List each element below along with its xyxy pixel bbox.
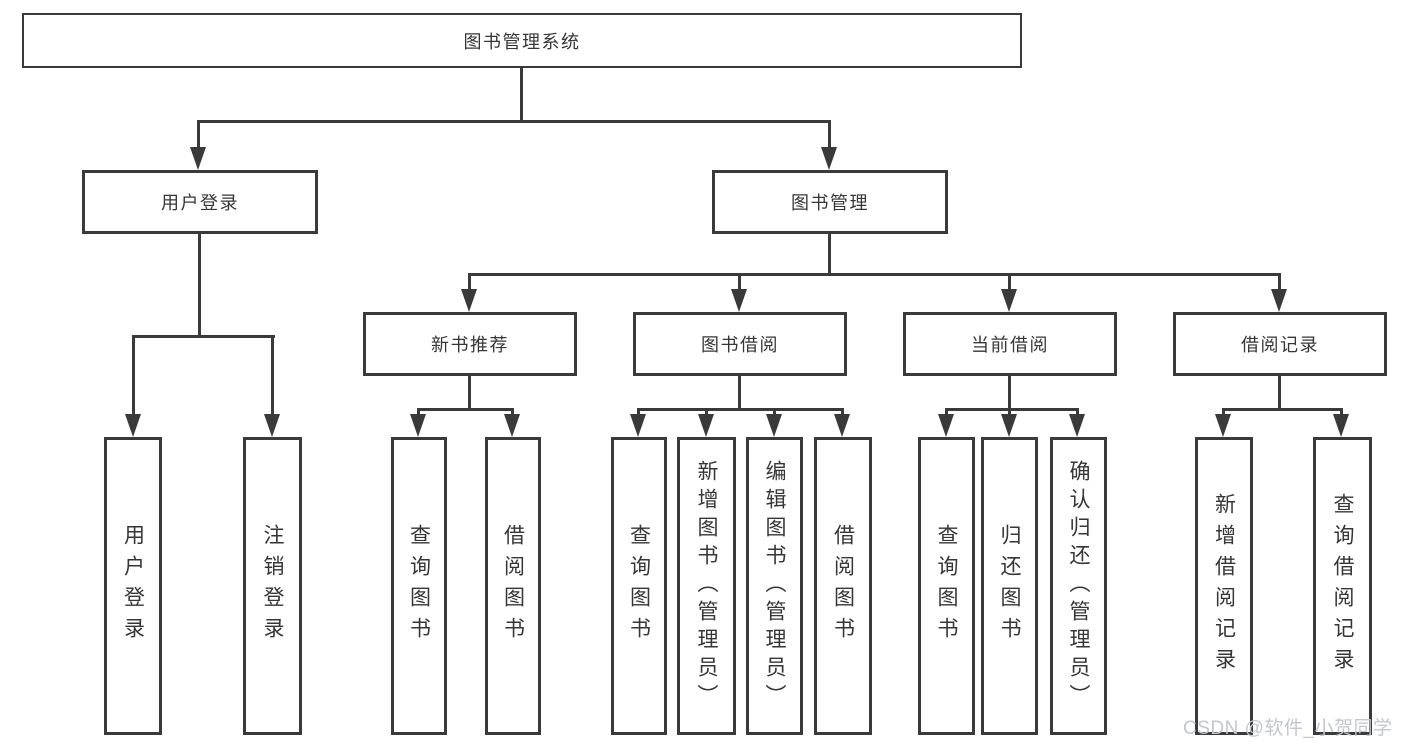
arrow-down-icon [1001, 414, 1017, 437]
arrow-down-icon [834, 414, 850, 437]
leaf-edit-books-admin-label: 编辑图书（管理员） [763, 460, 787, 712]
leaf-add-books-admin: 新增图书（管理员） [677, 437, 736, 735]
connector-line [417, 408, 514, 411]
leaf-user-login: 用户登录 [104, 437, 162, 735]
node-new-book-recommend-label: 新书推荐 [431, 335, 509, 355]
connector-line [738, 376, 741, 410]
connector-line [828, 120, 831, 152]
node-book-management-label: 图书管理 [791, 193, 869, 213]
leaf-query-books-recommend: 查询图书 [391, 437, 447, 735]
node-user-login: 用户登录 [82, 170, 318, 234]
arrow-down-icon [698, 414, 714, 437]
leaf-query-books-current: 查询图书 [918, 437, 975, 735]
leaf-user-login-label: 用户登录 [121, 524, 145, 648]
connector-line [132, 335, 275, 338]
leaf-borrow-books-recommend: 借阅图书 [485, 437, 541, 735]
leaf-logout: 注销登录 [243, 437, 302, 735]
node-book-borrow-label: 图书借阅 [701, 335, 779, 355]
arrow-down-icon [731, 289, 747, 312]
arrow-down-icon [1001, 289, 1017, 312]
node-user-login-label: 用户登录 [161, 193, 239, 213]
leaf-query-books-borrow: 查询图书 [611, 437, 667, 735]
connector-line [828, 234, 831, 276]
connector-line [1008, 376, 1011, 410]
arrow-down-icon [264, 414, 280, 437]
arrow-down-icon [630, 414, 646, 437]
leaf-confirm-return-admin: 确认归还（管理员） [1050, 437, 1107, 735]
leaf-confirm-return-admin-label: 确认归还（管理员） [1067, 460, 1091, 712]
connector-line [1278, 376, 1281, 410]
arrow-down-icon [504, 414, 520, 437]
connector-line [197, 120, 831, 123]
connector-line [468, 273, 1281, 276]
node-book-borrow: 图书借阅 [633, 312, 847, 376]
leaf-borrow-books: 借阅图书 [814, 437, 872, 735]
connector-line [637, 408, 843, 411]
node-new-book-recommend: 新书推荐 [363, 312, 577, 376]
leaf-logout-label: 注销登录 [261, 524, 285, 648]
arrow-down-icon [190, 147, 206, 170]
node-borrow-records: 借阅记录 [1173, 312, 1387, 376]
connector-line [468, 273, 471, 293]
arrow-down-icon [1069, 414, 1085, 437]
arrow-down-icon [821, 147, 837, 170]
leaf-return-books-label: 归还图书 [998, 524, 1022, 648]
arrow-down-icon [461, 289, 477, 312]
node-current-borrow: 当前借阅 [903, 312, 1117, 376]
connector-line [945, 408, 1078, 411]
node-root: 图书管理系统 [22, 13, 1022, 68]
connector-line [520, 68, 523, 123]
leaf-query-books-current-label: 查询图书 [935, 524, 959, 648]
arrow-down-icon [1271, 289, 1287, 312]
arrow-down-icon [766, 414, 782, 437]
leaf-query-books-recommend-label: 查询图书 [407, 524, 431, 648]
leaf-add-borrow-record-label: 新增借阅记录 [1212, 493, 1236, 679]
connector-line [1278, 273, 1281, 293]
connector-line [197, 120, 200, 152]
node-current-borrow-label: 当前借阅 [971, 335, 1049, 355]
connector-line [132, 335, 135, 417]
leaf-return-books: 归还图书 [981, 437, 1038, 735]
leaf-add-books-admin-label: 新增图书（管理员） [695, 460, 719, 712]
arrow-down-icon [1333, 414, 1349, 437]
connector-line [468, 376, 471, 410]
connector-line [738, 273, 741, 293]
arrow-down-icon [410, 414, 426, 437]
arrow-down-icon [125, 414, 141, 437]
leaf-borrow-books-recommend-label: 借阅图书 [501, 524, 525, 648]
connector-line [271, 335, 274, 417]
node-borrow-records-label: 借阅记录 [1241, 335, 1319, 355]
csdn-watermark: CSDN @软件_小贺同学 [1183, 718, 1393, 739]
connector-line [1008, 273, 1011, 293]
node-book-management: 图书管理 [712, 170, 948, 234]
connector-line [198, 234, 201, 338]
arrow-down-icon [1215, 414, 1231, 437]
connector-line [1222, 408, 1342, 411]
leaf-add-borrow-record: 新增借阅记录 [1195, 437, 1253, 735]
leaf-query-books-borrow-label: 查询图书 [627, 524, 651, 648]
leaf-borrow-books-label: 借阅图书 [831, 524, 855, 648]
leaf-query-borrow-record-label: 查询借阅记录 [1331, 493, 1355, 679]
arrow-down-icon [938, 414, 954, 437]
leaf-query-borrow-record: 查询借阅记录 [1313, 437, 1372, 735]
leaf-edit-books-admin: 编辑图书（管理员） [746, 437, 803, 735]
node-root-label: 图书管理系统 [463, 31, 581, 52]
